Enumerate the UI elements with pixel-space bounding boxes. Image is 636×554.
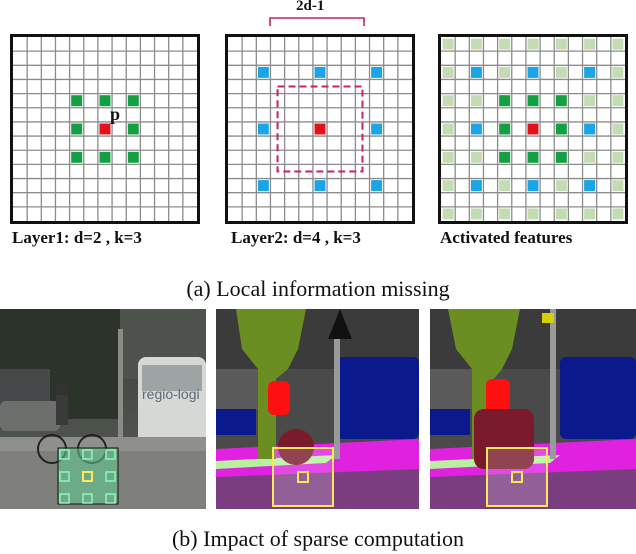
layer1-grid	[10, 34, 200, 224]
activated-cell	[499, 208, 511, 220]
kernel-cell	[99, 151, 111, 163]
activated-cell	[555, 66, 567, 78]
activated-cell	[499, 180, 511, 192]
activated-cell	[612, 208, 624, 220]
dilated-cell	[584, 66, 596, 78]
dilated-cell	[314, 66, 326, 78]
activated-cell	[470, 95, 482, 107]
layer2-grid	[225, 34, 415, 224]
kernel-cell	[499, 123, 511, 135]
kernel-cell	[527, 151, 539, 163]
kernel-cell	[127, 123, 139, 135]
activated-features-label: Activated features	[440, 228, 573, 247]
activated-features-grid	[438, 34, 628, 224]
activated-cell	[555, 180, 567, 192]
van-sign-text: regio-logi	[142, 386, 200, 402]
bracket-label: 2d-1	[296, 0, 325, 14]
activated-cell	[442, 66, 454, 78]
activated-cell	[442, 38, 454, 50]
activated-cell	[442, 208, 454, 220]
dilated-cell	[527, 180, 539, 192]
layer1-label: Layer1: d=2 , k=3	[12, 228, 142, 247]
dilated-cell	[470, 180, 482, 192]
activated-cell	[470, 38, 482, 50]
activated-cell	[584, 95, 596, 107]
kernel-cell	[555, 123, 567, 135]
bracket-2d-1	[269, 17, 365, 26]
activated-cell	[612, 151, 624, 163]
activated-cell	[612, 180, 624, 192]
activated-cell	[442, 180, 454, 192]
activated-cell	[612, 66, 624, 78]
dilated-cell	[371, 66, 383, 78]
caption-a: (a) Local information missing	[186, 276, 450, 301]
kernel-cell	[127, 151, 139, 163]
dilated-cell	[371, 123, 383, 135]
activated-cell	[470, 151, 482, 163]
kernel-cell	[127, 95, 139, 107]
activated-cell	[442, 95, 454, 107]
activated-cell	[555, 38, 567, 50]
dilated-cell	[470, 123, 482, 135]
activated-cell	[499, 66, 511, 78]
kernel-cell	[527, 95, 539, 107]
kernel-cell	[555, 95, 567, 107]
layer2-label: Layer2: d=4 , k=3	[231, 228, 361, 247]
activated-cell	[499, 38, 511, 50]
segmentation-result-1	[216, 309, 419, 509]
street-photo: regio-logi	[0, 309, 206, 509]
dilated-cell	[470, 66, 482, 78]
segmentation-result-2	[430, 309, 636, 509]
kernel-cell	[499, 95, 511, 107]
activated-cell	[555, 208, 567, 220]
activated-cell	[612, 95, 624, 107]
activated-cell	[442, 123, 454, 135]
activated-cell	[612, 38, 624, 50]
activated-cell	[612, 123, 624, 135]
activated-cell	[470, 208, 482, 220]
kernel-cell	[71, 123, 83, 135]
activated-cell	[584, 208, 596, 220]
activated-cell	[584, 38, 596, 50]
dilated-cell	[257, 66, 269, 78]
center-point-letter: p	[110, 104, 121, 124]
center-cell	[527, 123, 539, 135]
activated-cell	[584, 151, 596, 163]
activated-cell	[527, 208, 539, 220]
dilated-cell	[257, 123, 269, 135]
caption-b: (b) Impact of sparse computation	[171, 526, 464, 551]
activated-cell	[442, 151, 454, 163]
dilated-cell	[527, 66, 539, 78]
dilated-cell	[584, 123, 596, 135]
activated-cell	[527, 38, 539, 50]
dilated-cell	[314, 180, 326, 192]
kernel-cell	[555, 151, 567, 163]
dilated-cell	[257, 180, 269, 192]
kernel-cell	[71, 151, 83, 163]
receptive-field-box	[276, 85, 364, 173]
center-cell	[99, 123, 111, 135]
dilated-cell	[584, 180, 596, 192]
kernel-cell	[71, 95, 83, 107]
dilated-cell	[371, 180, 383, 192]
kernel-cell	[499, 151, 511, 163]
center-cell	[314, 123, 326, 135]
kernel-cell	[99, 95, 111, 107]
